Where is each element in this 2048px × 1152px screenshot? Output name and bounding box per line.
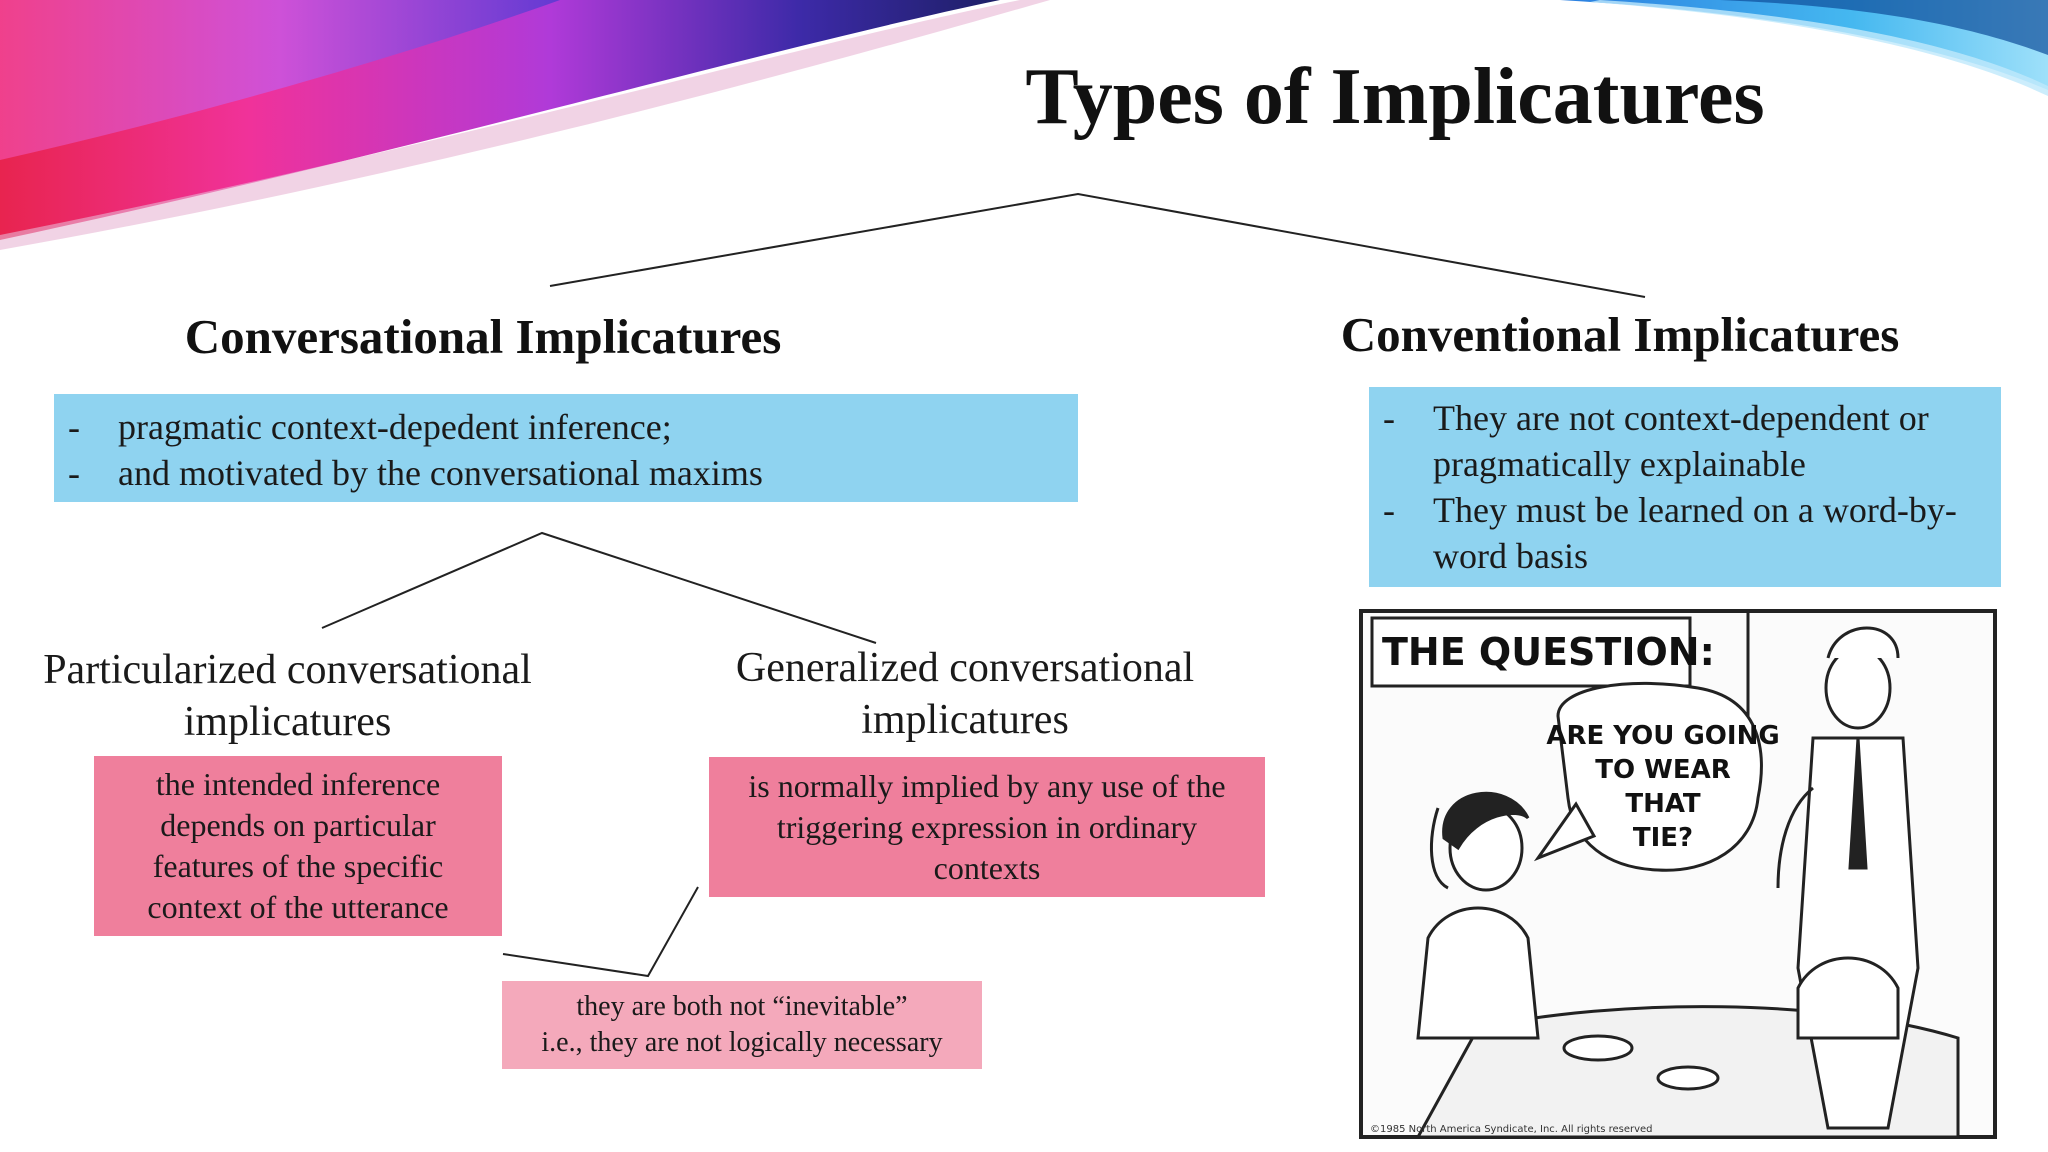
bullet-marker: - xyxy=(68,404,118,450)
bullet-text: and motivated by the conversational maxi… xyxy=(118,450,763,496)
particularized-description: the intended inference depends on partic… xyxy=(116,764,480,928)
particularized-heading: Particularized conversational implicatur… xyxy=(30,644,545,748)
conversational-info-box: - pragmatic context-depedent inference; … xyxy=(54,394,1078,502)
particularized-definition-box: the intended inference depends on partic… xyxy=(94,756,502,936)
cartoon-drawing: THE QUESTION: ARE YOU GOING TO WEAR THAT… xyxy=(1358,608,1998,1140)
plate-shape xyxy=(1658,1067,1718,1089)
chair-shape xyxy=(1798,958,1898,1038)
connector-conversational-subtypes xyxy=(322,533,876,643)
shared-note-box: they are both not “inevitable” i.e., the… xyxy=(502,981,982,1069)
bullet-item: - They must be learned on a word-by-word… xyxy=(1383,487,1987,579)
connector-title-branches xyxy=(550,194,1645,297)
bullet-marker: - xyxy=(1383,395,1433,487)
conventional-heading: Conventional Implicatures xyxy=(1320,306,1920,363)
bullet-marker: - xyxy=(1383,487,1433,579)
bullet-text: They are not context-dependent or pragma… xyxy=(1433,395,1987,487)
bullet-item: - and motivated by the conversational ma… xyxy=(68,450,1078,496)
conventional-info-box: - They are not context-dependent or prag… xyxy=(1369,387,2001,587)
shared-note-line1: they are both not “inevitable” xyxy=(576,989,907,1025)
shared-note-line2: i.e., they are not logically necessary xyxy=(541,1025,942,1061)
cartoon-caption: THE QUESTION: xyxy=(1382,630,1715,674)
bullet-item: - pragmatic context-depedent inference; xyxy=(68,404,1078,450)
conversational-heading: Conversational Implicatures xyxy=(160,308,806,365)
cartoon-copyright: ©1985 North America Syndicate, Inc. All … xyxy=(1370,1124,1653,1135)
page-title: Types of Implicatures xyxy=(880,52,1910,143)
bullet-text: They must be learned on a word-by-word b… xyxy=(1433,487,1987,579)
connector-shared-note xyxy=(503,887,698,976)
generalized-heading: Generalized conversational implicatures xyxy=(708,642,1222,746)
generalized-definition-box: is normally implied by any use of the tr… xyxy=(709,757,1265,897)
plate-shape xyxy=(1564,1036,1632,1060)
speech-line: TO WEAR xyxy=(1595,755,1730,785)
bullet-marker: - xyxy=(68,450,118,496)
cartoon-image: THE QUESTION: ARE YOU GOING TO WEAR THAT… xyxy=(1358,608,1998,1140)
speech-line: TIE? xyxy=(1633,823,1693,853)
bullet-item: - They are not context-dependent or prag… xyxy=(1383,395,1987,487)
bullet-text: pragmatic context-depedent inference; xyxy=(118,404,672,450)
speech-line: THAT xyxy=(1625,789,1701,819)
generalized-description: is normally implied by any use of the tr… xyxy=(725,766,1249,889)
speech-line: ARE YOU GOING xyxy=(1546,721,1779,751)
